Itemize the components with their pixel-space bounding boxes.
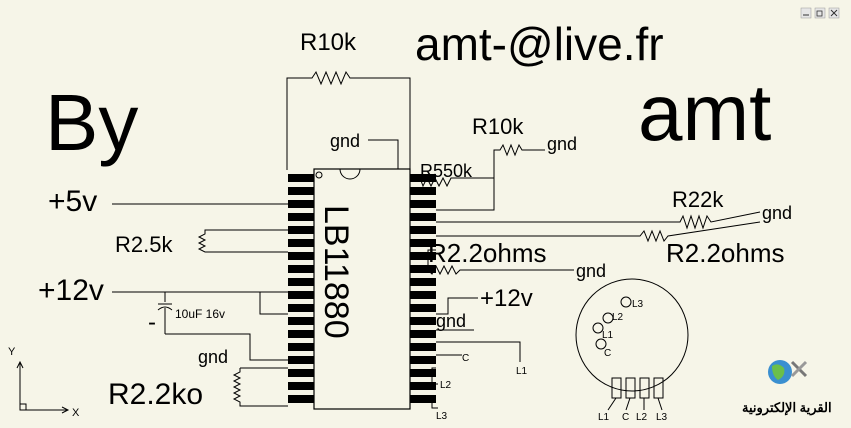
label-motor-c: C <box>604 348 611 359</box>
label-plus5v: +5v <box>48 185 97 218</box>
label-cap-minus: - <box>148 309 156 336</box>
label-r2-2ohms-mid: R2.2ohms <box>428 238 547 268</box>
label-r2-5k: R2.5k <box>115 232 173 257</box>
close-icon[interactable] <box>828 7 840 19</box>
label-motor-l3: L3 <box>632 299 644 310</box>
label-r10k-right: R10k <box>472 114 524 139</box>
label-out-c: C <box>462 353 469 364</box>
minimize-icon[interactable] <box>800 7 812 19</box>
resistor-r10k-top <box>286 70 411 170</box>
label-gnd-r22k: gnd <box>762 203 792 223</box>
motor-hall-sensor <box>575 278 689 411</box>
capacitor-10uf <box>157 292 288 361</box>
label-motor-l2: L2 <box>612 312 624 323</box>
label-conn-l2: L2 <box>636 412 648 423</box>
label-plus12v-right: +12v <box>480 285 533 312</box>
chip-label: LB11880 <box>317 205 355 339</box>
label-r550k: R550k <box>420 161 473 181</box>
label-gnd-mid: gnd <box>576 261 606 281</box>
ic-lb11880: LB11880 <box>313 168 411 410</box>
label-conn-l1: L1 <box>598 412 610 423</box>
ucs-axis-icon <box>16 360 70 414</box>
ic-pins-right <box>410 174 436 403</box>
label-gnd-left: gnd <box>198 347 228 367</box>
label-r10k-top: R10k <box>300 29 357 56</box>
email-text: amt-@live.fr <box>415 18 664 70</box>
label-gnd-bottom-right: gnd <box>436 311 466 331</box>
restore-icon[interactable] <box>814 7 826 19</box>
label-r2-2ohms-right: R2.2ohms <box>666 238 785 268</box>
label-out-l1: L1 <box>516 366 528 377</box>
label-out-l3: L3 <box>436 411 448 422</box>
label-r22k: R22k <box>672 187 724 212</box>
label-axis-x: X <box>72 407 80 419</box>
label-gnd-top: gnd <box>330 131 360 151</box>
watermark-text: القرية الإلكترونية <box>742 400 832 416</box>
by-text: By <box>45 78 138 167</box>
label-axis-y: Y <box>8 346 16 358</box>
label-gnd-r10k: gnd <box>547 134 577 154</box>
label-conn-l3: L3 <box>656 412 668 423</box>
label-motor-l1: L1 <box>602 330 614 341</box>
label-cap: 10uF 16v <box>175 307 225 321</box>
label-r2-2ko: R2.2ko <box>108 378 203 411</box>
label-out-l2: L2 <box>440 380 452 391</box>
label-conn-c: C <box>622 412 629 423</box>
ic-pins-left <box>288 174 314 403</box>
window-controls <box>800 7 840 19</box>
watermark-logo <box>768 360 808 384</box>
label-plus12v-left: +12v <box>38 274 104 307</box>
author-text: amt <box>638 68 771 157</box>
